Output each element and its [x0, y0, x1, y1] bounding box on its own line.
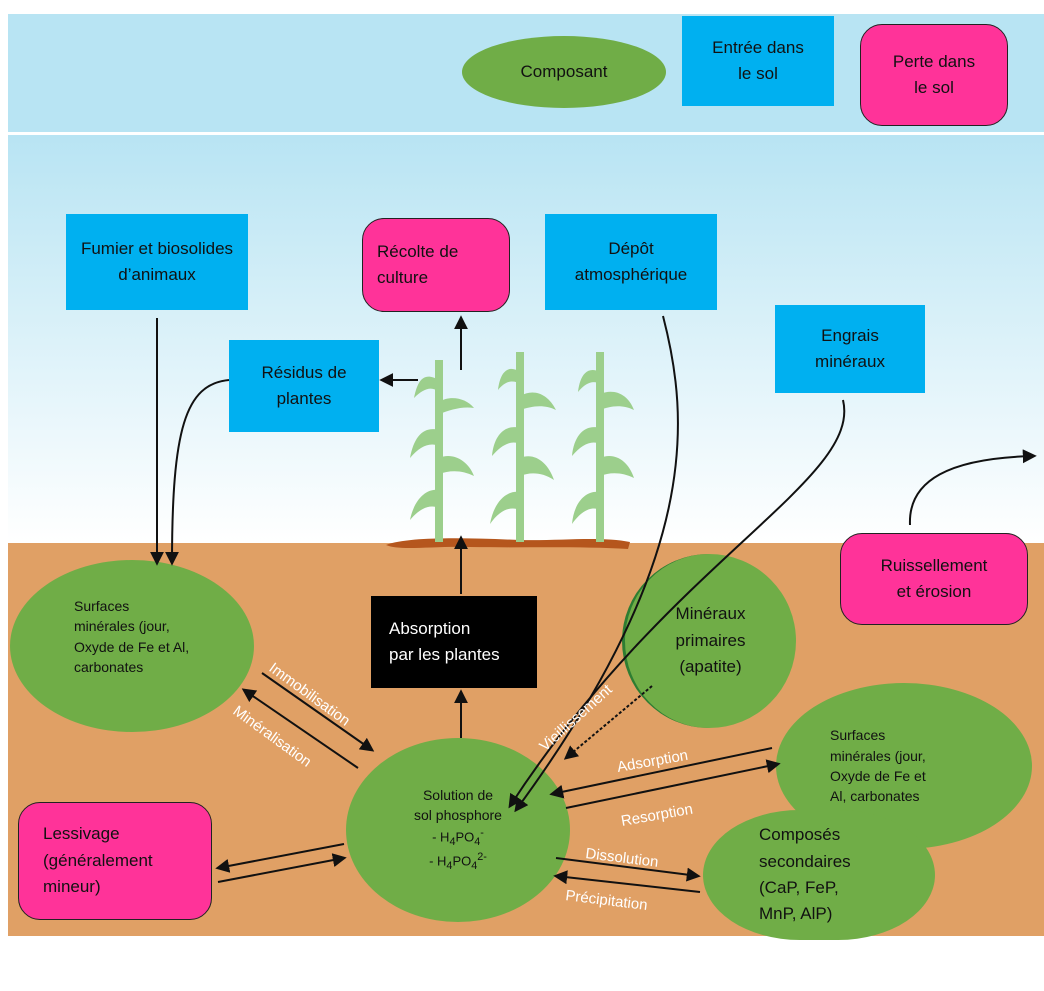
phosphate-species-1: - H4PO4-: [432, 826, 484, 848]
legend-loss: Perte dans le sol: [860, 24, 1008, 126]
legend-input: Entrée dans le sol: [682, 16, 834, 106]
corn-plants-illustration: [386, 352, 634, 549]
mineralisation-label: Minéralisation: [230, 702, 315, 770]
secondary-compounds: Composés secondaires (CaP, FeP, MnP, AlP…: [703, 810, 935, 940]
plant-uptake: Absorption par les plantes: [371, 596, 537, 688]
soil-solution-phosphorus: Solution de sol phosphore - H4PO4- - H4P…: [346, 738, 570, 922]
flow-arrows: [150, 315, 1037, 893]
precipitation-label: Précipitation: [565, 887, 649, 914]
plant-residues-input: Résidus de plantes: [229, 340, 379, 432]
immobilisation-label: Immobilisation: [266, 659, 354, 729]
solution-to-leaching-arrow: [215, 843, 345, 873]
immobilisation-arrow: [261, 672, 375, 752]
resorption-label: Resorption: [620, 801, 694, 830]
runoff-erosion-loss: Ruissellement et érosion: [840, 533, 1028, 625]
residues-to-surfaces-arrow: [165, 379, 230, 566]
primary-minerals: Minéraux primaires (apatite): [622, 554, 796, 728]
atmospheric-deposition-input: Dépôt atmosphérique: [545, 214, 717, 310]
phosphate-species-2: - H4PO42-: [429, 851, 487, 873]
weathering-arrow: [563, 685, 653, 760]
mineralisation-arrow: [241, 688, 359, 769]
crop-harvest-loss: Récolte de culture: [362, 218, 510, 312]
adsorption-label: Adsorption: [616, 747, 690, 776]
fertilizer-to-solution-arrow: [508, 399, 846, 809]
dissolution-arrow: [555, 857, 701, 882]
mineral-surfaces-left: Surfaces minérales (jour, Oxyde de Fe et…: [10, 560, 254, 732]
weathering-label: Vieillissement: [536, 681, 616, 755]
atmospheric-to-solution-arrow: [514, 315, 679, 813]
resorption-arrow: [549, 747, 773, 799]
adsorption-arrow: [565, 759, 781, 809]
leaching-loss: Lessivage (généralement mineur): [18, 802, 212, 920]
manure-input: Fumier et biosolides d’animaux: [66, 214, 248, 310]
leaching-to-solution-arrow: [217, 853, 347, 883]
mineral-fertilizer-input: Engrais minéraux: [775, 305, 925, 393]
precipitation-arrow: [553, 870, 701, 893]
legend-component: Composant: [462, 36, 666, 108]
runoff-export-arrow: [908, 449, 1037, 526]
